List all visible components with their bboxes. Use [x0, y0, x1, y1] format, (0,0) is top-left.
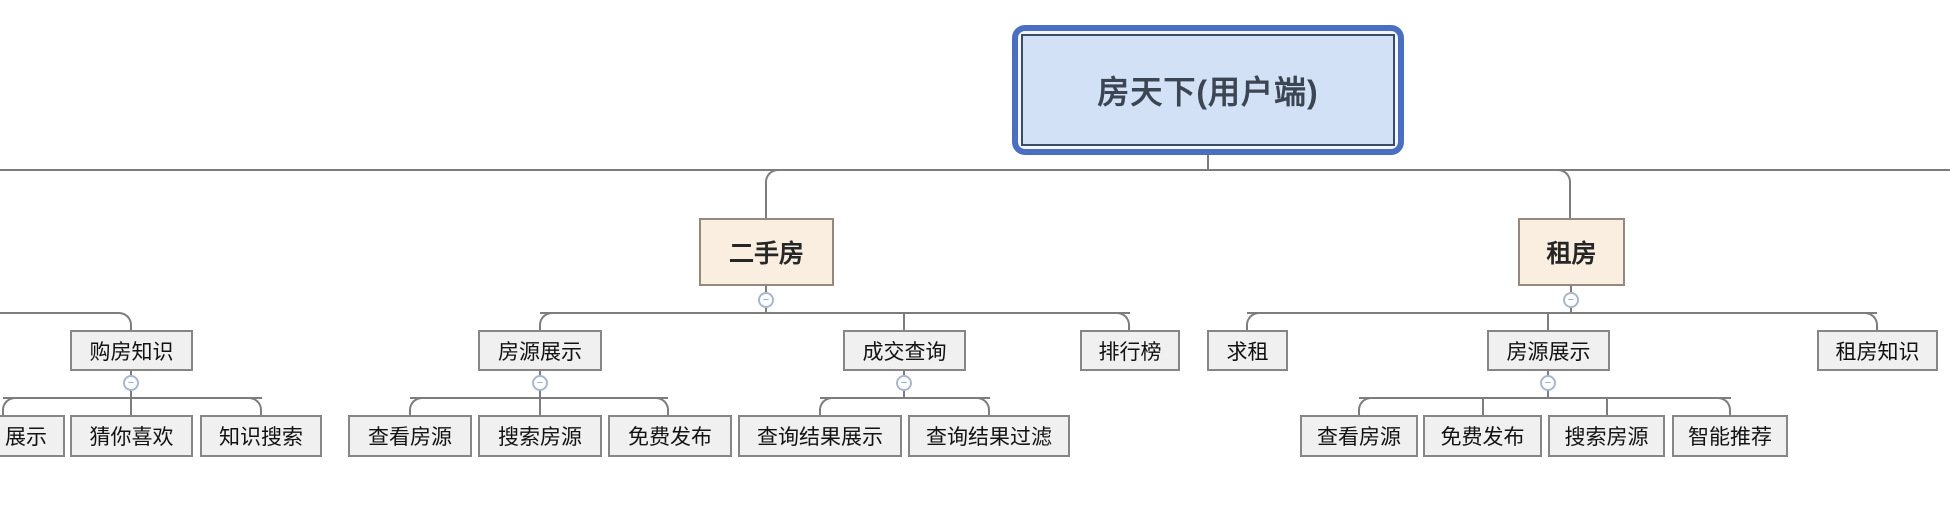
connector-line [903, 313, 905, 331]
root-topic-fangtianxia[interactable]: 房天下(用户端) [1012, 25, 1404, 155]
connector-corner [244, 397, 262, 416]
collapse-minus-icon[interactable]: − [896, 375, 912, 391]
connector-corner [409, 397, 427, 416]
connector-line [539, 370, 541, 415]
connector-line [130, 370, 132, 415]
leaf-search-listings-resale[interactable]: 搜索房源 [478, 415, 602, 457]
connector-corner [819, 397, 837, 416]
connector-corner [1551, 169, 1571, 218]
leaf-display-truncated[interactable]: 展示 [0, 415, 65, 457]
subtopic-renting-knowledge[interactable]: 租房知识 [1817, 330, 1938, 371]
collapse-minus-icon[interactable]: − [758, 292, 774, 308]
connector-rail [820, 397, 990, 399]
branch-second-hand-housing[interactable]: 二手房 [699, 218, 834, 286]
connector-corner [2, 397, 20, 416]
connector-line [1606, 398, 1608, 415]
connector-corner [1112, 312, 1130, 331]
connector-corner [1358, 397, 1376, 416]
connector-rail [3, 397, 262, 399]
leaf-free-publish-resale[interactable]: 免费发布 [608, 415, 732, 457]
connector-root-drop [1207, 155, 1209, 170]
subtopic-listing-display-rent[interactable]: 房源展示 [1487, 330, 1610, 371]
collapse-minus-icon[interactable]: − [1563, 292, 1579, 308]
connector-rail [0, 312, 118, 314]
subtopic-listing-display-resale[interactable]: 房源展示 [478, 330, 602, 371]
collapse-minus-icon[interactable]: − [1540, 375, 1556, 391]
connector-corner [1246, 312, 1264, 331]
leaf-view-listings-rent[interactable]: 查看房源 [1300, 415, 1418, 457]
connector-rail [1247, 312, 1877, 314]
connector-rail [540, 312, 1130, 314]
connector-corner [1713, 397, 1731, 416]
connector-line [1547, 313, 1549, 331]
subtopic-ranking-list[interactable]: 排行榜 [1080, 330, 1180, 371]
connector-rail [1359, 397, 1731, 399]
connector-corner [539, 312, 557, 331]
collapse-minus-icon[interactable]: − [532, 375, 548, 391]
leaf-search-listings-rent[interactable]: 搜索房源 [1548, 415, 1665, 457]
leaf-query-result-filter[interactable]: 查询结果过滤 [908, 415, 1070, 457]
connector-rail-level1 [0, 169, 1950, 171]
subtopic-home-buying-knowledge[interactable]: 购房知识 [70, 330, 193, 371]
subtopic-transaction-query[interactable]: 成交查询 [843, 330, 966, 371]
branch-renting[interactable]: 租房 [1518, 218, 1625, 286]
leaf-smart-recommend[interactable]: 智能推荐 [1672, 415, 1788, 457]
connector-corner [972, 397, 990, 416]
connector-line [1482, 398, 1484, 415]
connector-corner [651, 397, 669, 416]
root-topic-label: 房天下(用户端) [1021, 34, 1395, 146]
leaf-knowledge-search[interactable]: 知识搜索 [200, 415, 322, 457]
leaf-guess-you-like[interactable]: 猜你喜欢 [70, 415, 193, 457]
connector-corner [1860, 312, 1878, 331]
subtopic-rent-seeking[interactable]: 求租 [1207, 330, 1288, 371]
leaf-view-listings-resale[interactable]: 查看房源 [348, 415, 472, 457]
connector-corner [765, 169, 785, 218]
leaf-query-result-display[interactable]: 查询结果展示 [738, 415, 902, 457]
connector-rail [410, 397, 668, 399]
collapse-minus-icon[interactable]: − [123, 375, 139, 391]
connector-corner [114, 312, 132, 331]
leaf-free-publish-rent[interactable]: 免费发布 [1423, 415, 1542, 457]
